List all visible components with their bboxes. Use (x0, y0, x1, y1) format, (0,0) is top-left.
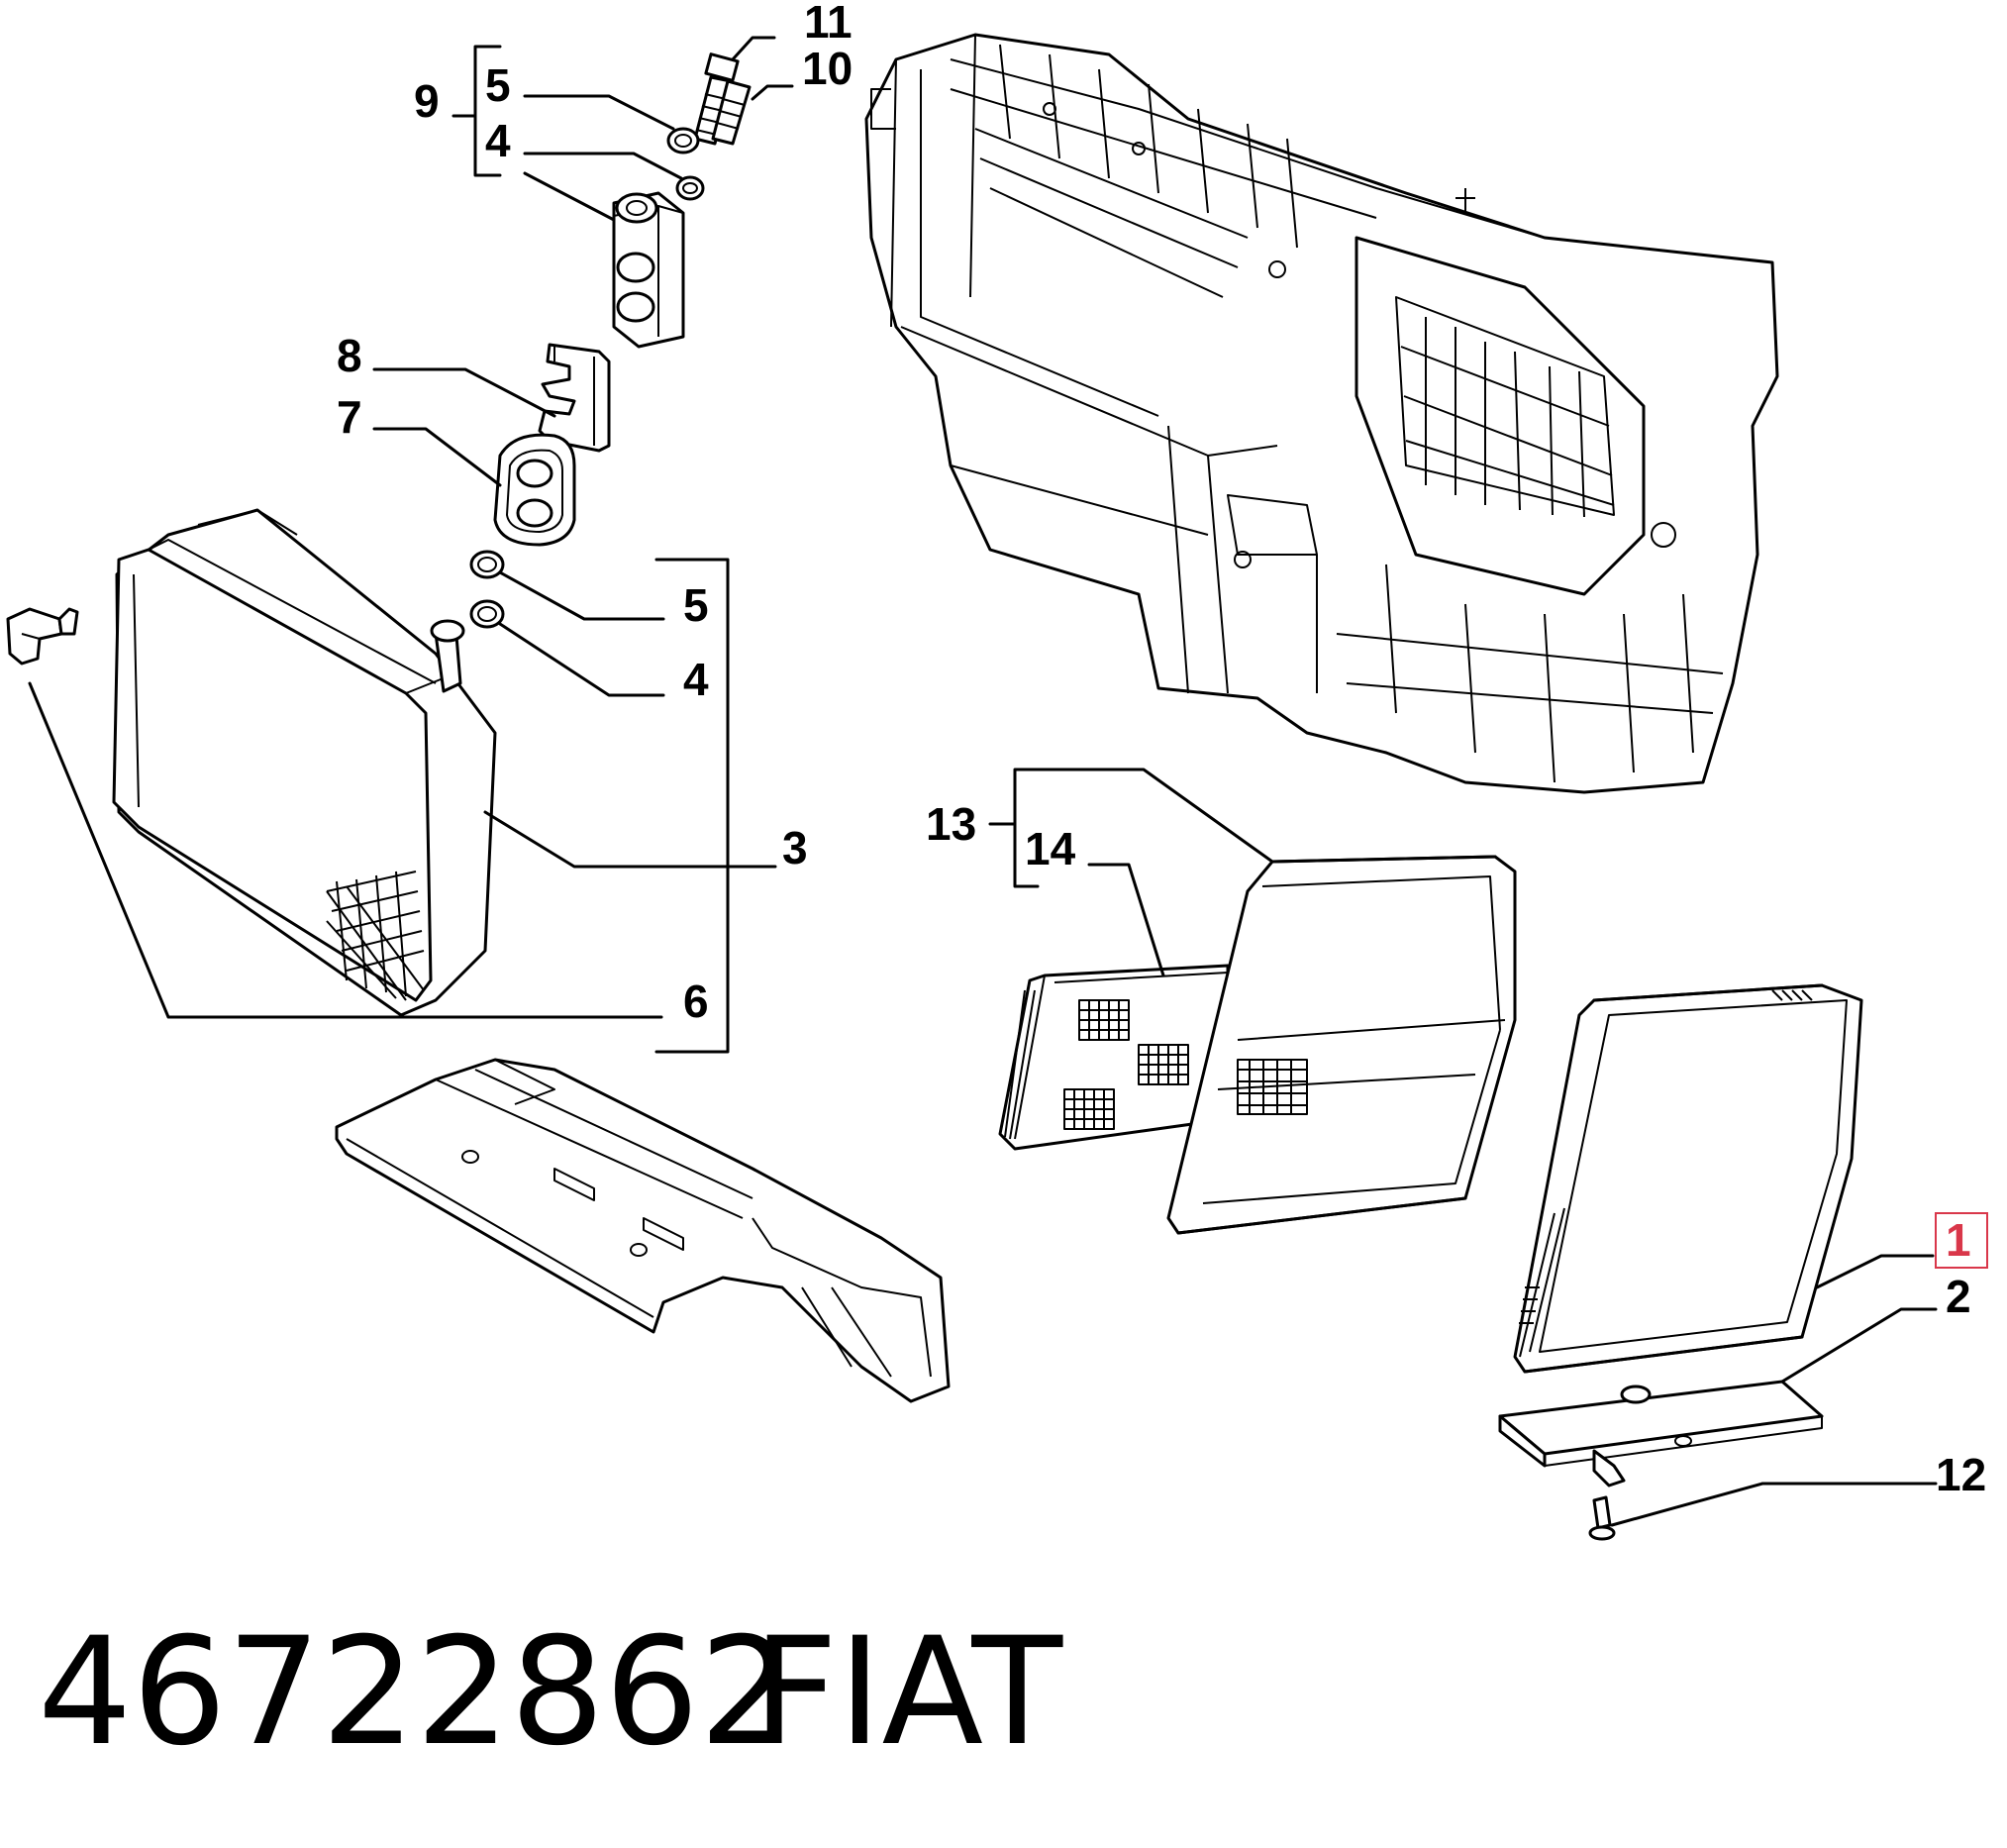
callout-11: 11 (804, 0, 853, 48)
callout-14: 14 (1025, 823, 1076, 874)
callout-7: 7 (337, 391, 362, 443)
callout-labels: 11 10 9 5 4 8 7 5 4 3 6 13 14 1 2 12 (337, 0, 1988, 1500)
filter-cover-2 (1498, 1380, 1824, 1488)
o-ring-4-mid (469, 599, 505, 629)
callout-5-mid: 5 (683, 579, 709, 631)
screw-12 (1588, 1495, 1616, 1541)
footer: 46722862 FIAT (38, 1606, 1063, 1779)
o-ring-5-top (666, 127, 700, 154)
filter-frame-13 (1166, 855, 1517, 1235)
callout-1: 1 (1946, 1214, 1971, 1266)
callout-9: 9 (414, 75, 440, 127)
bolt-11 (693, 52, 740, 146)
o-ring-5-mid (469, 550, 505, 579)
leader-lines (28, 36, 1938, 1527)
bolt-10 (711, 79, 752, 146)
cabin-filter-1 (1513, 983, 1863, 1374)
sensor-6 (6, 607, 79, 666)
part-number: 46722862 (38, 1606, 793, 1779)
evaporator (112, 508, 497, 1017)
callout-5-top: 5 (485, 59, 511, 111)
callout-1-highlight-box (1935, 1212, 1988, 1269)
filter-14 (998, 964, 1230, 1151)
callout-12: 12 (1936, 1449, 1986, 1500)
callout-4-mid: 4 (683, 654, 709, 705)
callout-6: 6 (683, 975, 709, 1027)
callout-2: 2 (1946, 1271, 1971, 1322)
callout-4-top: 4 (485, 115, 511, 166)
callout-13: 13 (926, 798, 976, 850)
o-ring-4-top (675, 175, 705, 201)
hvac-housing (864, 33, 1779, 794)
lower-duct (335, 1058, 951, 1403)
bracket-8 (538, 343, 611, 453)
gasket-7 (493, 433, 576, 547)
callout-10: 10 (802, 43, 853, 94)
expansion-valve (612, 191, 685, 349)
brand-name: FIAT (753, 1606, 1063, 1779)
callout-8: 8 (337, 330, 362, 381)
callout-3: 3 (782, 822, 808, 873)
